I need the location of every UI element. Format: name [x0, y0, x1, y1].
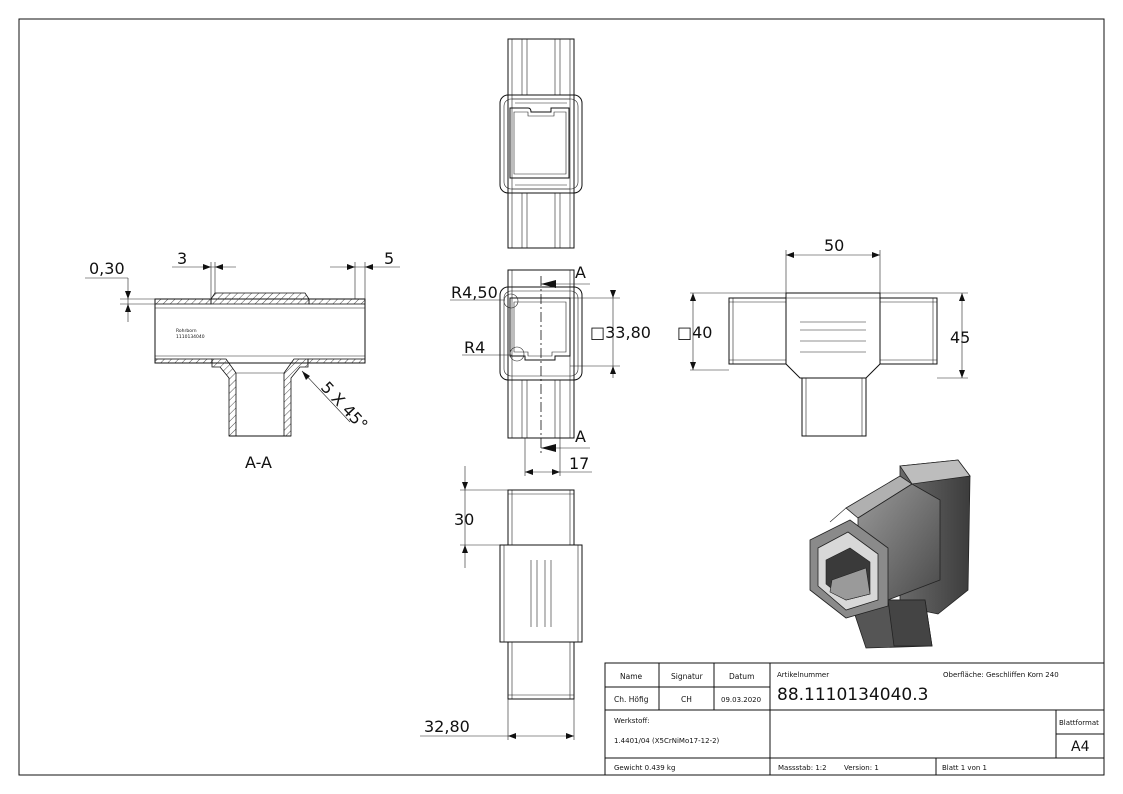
tb-artikel-number: 88.1110134040.3	[777, 685, 928, 705]
tb-header-signatur: Signatur	[671, 672, 704, 681]
dim-top-width: 50	[824, 236, 844, 255]
top-center-view	[499, 38, 583, 249]
tb-signatur: CH	[681, 695, 692, 704]
dim-chamfer: 5 X 45°	[317, 378, 372, 435]
sheet-border	[18, 18, 1105, 776]
tb-header-name: Name	[620, 672, 643, 681]
dim-top-height: 45	[950, 328, 970, 347]
dim-wall-thickness: 0,30	[89, 259, 125, 278]
dim-radius-inner: R4	[464, 338, 485, 357]
section-marking-line1: Rohrborn	[176, 328, 197, 334]
section-view-a-a: Rohrborn 1110134040 0,30 3 5 5 X 45° A-A	[85, 249, 400, 472]
section-marker-bottom: A	[575, 427, 586, 446]
section-label: A-A	[245, 453, 272, 472]
dim-stub-length: 30	[454, 510, 474, 529]
tb-datum: 09.03.2020	[721, 696, 761, 704]
title-block: Name Signatur Datum Ch. Höfig CH 09.03.2…	[604, 662, 1105, 776]
tb-massstab: Massstab: 1:2	[778, 764, 827, 772]
front-view: A A R4,50 R4 □33,80 17	[450, 263, 651, 476]
tb-blatt: Blatt 1 von 1	[942, 764, 987, 772]
dim-side-width: 32,80	[424, 717, 470, 736]
tb-blattformat: A4	[1071, 739, 1090, 755]
tb-werkstoff: 1.4401/04 (X5CrNiMo17-12-2)	[614, 737, 720, 745]
tb-header-datum: Datum	[729, 672, 754, 681]
tb-name: Ch. Höfig	[614, 695, 649, 704]
dim-left-offset: 3	[177, 249, 187, 268]
section-marking-line2: 1110134040	[176, 334, 205, 340]
tb-gewicht: Gewicht 0.439 kg	[614, 764, 675, 772]
dim-right-offset: 5	[384, 249, 394, 268]
tb-werkstoff-label: Werkstoff:	[614, 717, 650, 725]
top-view-right: 50 □40 45	[677, 236, 970, 437]
side-view-bottom: 30 32,80	[420, 466, 583, 740]
dim-radius-outer: R4,50	[451, 283, 498, 302]
tb-artikel-label: Artikelnummer	[777, 671, 829, 679]
dim-offset: 17	[569, 454, 589, 473]
tb-blattformat-label: Blattformat	[1059, 719, 1099, 727]
isometric-render	[809, 459, 971, 649]
dim-outer-square: □40	[677, 323, 712, 342]
section-marker-top: A	[575, 263, 586, 282]
tb-oberflaeche: Oberfläche: Geschliffen Korn 240	[943, 671, 1059, 679]
tb-version: Version: 1	[844, 764, 879, 772]
dim-inner-square: □33,80	[590, 323, 651, 342]
